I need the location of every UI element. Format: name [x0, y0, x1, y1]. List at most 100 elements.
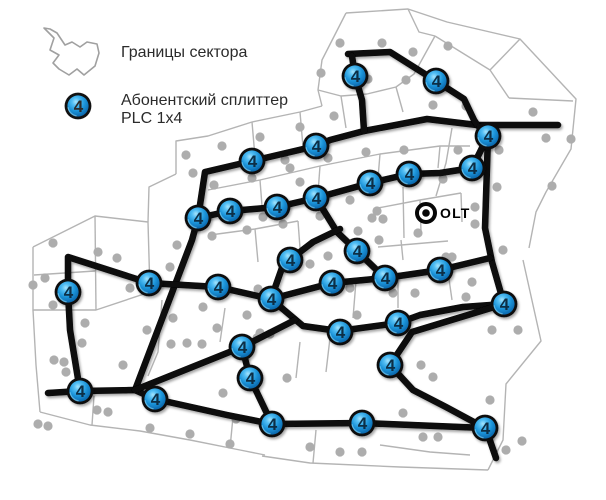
olt-label: OLT: [440, 205, 471, 221]
splitter-node: 4: [236, 364, 264, 392]
splitter-node: 4: [263, 193, 291, 221]
olt-dot: [422, 209, 430, 217]
splitter-node: 4: [302, 132, 330, 160]
splitter-badge: 4: [76, 382, 86, 401]
splitter-ball: [477, 125, 499, 147]
olt-marker: OLT: [415, 202, 471, 224]
splitter-ball: [398, 163, 420, 185]
house-dot: [125, 283, 135, 293]
splitter-ball: [138, 272, 160, 294]
splitter-node: 4: [302, 184, 330, 212]
sector-boundary: [261, 455, 489, 471]
splitter-ball: [387, 312, 409, 334]
house-dot: [40, 273, 50, 283]
splitter-ball: [305, 187, 327, 209]
sector-boundary: [407, 8, 436, 37]
splitter-badge: 4: [267, 290, 277, 309]
splitter-ball: [493, 293, 515, 315]
splitter-node: 4: [66, 377, 94, 405]
house-dot: [461, 292, 471, 302]
house-dot: [353, 226, 363, 236]
splitter-badge: 4: [145, 274, 155, 293]
sector-boundary: [39, 411, 266, 456]
splitter-ball: [260, 288, 282, 310]
sector-boundary: [489, 38, 521, 71]
house-dot: [182, 338, 192, 348]
splitter-ball: [429, 259, 451, 281]
splitter-node: 4: [426, 256, 454, 284]
splitter-node: 4: [341, 62, 369, 90]
house-dot: [280, 155, 290, 165]
splitter-badge: 4: [246, 369, 256, 388]
house-dot: [305, 259, 315, 269]
splitter-node: 4: [471, 414, 499, 442]
legend-splitter-label-line2: PLC 1x4: [121, 110, 182, 127]
house-dot: [566, 134, 576, 144]
house-dot: [258, 212, 268, 222]
sector-boundary: [32, 309, 41, 413]
splitter-ball: [474, 417, 496, 439]
splitter-badge: 4: [336, 323, 346, 342]
splitter-ball: [346, 240, 368, 262]
house-dot: [142, 325, 152, 335]
splitter-badge: 4: [405, 165, 415, 184]
house-dot: [247, 173, 257, 183]
splitter-ball: [207, 276, 229, 298]
splitter-badge: 4: [268, 415, 278, 434]
splitter-node: 4: [257, 285, 285, 313]
house-dot: [372, 206, 382, 216]
splitter-node: 4: [238, 147, 266, 175]
house-dot: [212, 323, 222, 333]
splitter-node: 4: [356, 169, 384, 197]
house-dot: [345, 195, 355, 205]
splitter-ball: [239, 367, 261, 389]
house-dot: [345, 283, 355, 293]
sector-boundary: [377, 240, 449, 248]
house-dot: [207, 231, 217, 241]
house-dot: [352, 310, 362, 320]
house-dots: [28, 38, 576, 457]
splitter-badge: 4: [226, 202, 236, 221]
house-dot: [443, 41, 453, 51]
house-dot: [485, 395, 495, 405]
splitter-badge: 4: [436, 261, 446, 280]
house-dot: [165, 262, 175, 272]
cable: [312, 194, 389, 282]
splitter-badge: 4: [194, 209, 204, 228]
house-dot: [494, 145, 504, 155]
splitter-badge: 4: [328, 274, 338, 293]
splitter-badge: 4: [312, 189, 322, 208]
house-dot: [513, 325, 523, 335]
house-dot: [401, 75, 411, 85]
house-dot: [377, 38, 387, 48]
splitter-badge: 4: [64, 283, 74, 302]
house-dot: [498, 245, 508, 255]
splitter-ball: [329, 321, 351, 343]
house-dot: [295, 122, 305, 132]
splitter-ball: [241, 150, 263, 172]
sector-boundary: [254, 228, 259, 263]
sector-boundary: [379, 444, 471, 456]
house-dot: [242, 225, 252, 235]
house-dot: [218, 388, 228, 398]
splitter-badge: 4: [484, 127, 494, 146]
house-dot: [197, 339, 207, 349]
house-dot: [103, 407, 113, 417]
house-dot: [329, 111, 339, 121]
house-dot: [59, 357, 69, 367]
house-dot: [413, 228, 423, 238]
sector-boundary: [297, 220, 301, 249]
house-dot: [438, 174, 448, 184]
sector-boundaries: [32, 8, 577, 471]
splitter-ball: [187, 207, 209, 229]
legend-splitter-label-line1: Абонентский сплиттер: [121, 92, 288, 109]
splitter-ball: [279, 249, 301, 271]
splitter-node: 4: [422, 67, 450, 95]
house-dot: [48, 238, 58, 248]
splitter-node: 4: [348, 409, 376, 437]
house-dot: [80, 318, 90, 328]
splitter-badge: 4: [286, 251, 296, 270]
house-dot: [398, 408, 408, 418]
splitter-ball: [67, 95, 89, 117]
